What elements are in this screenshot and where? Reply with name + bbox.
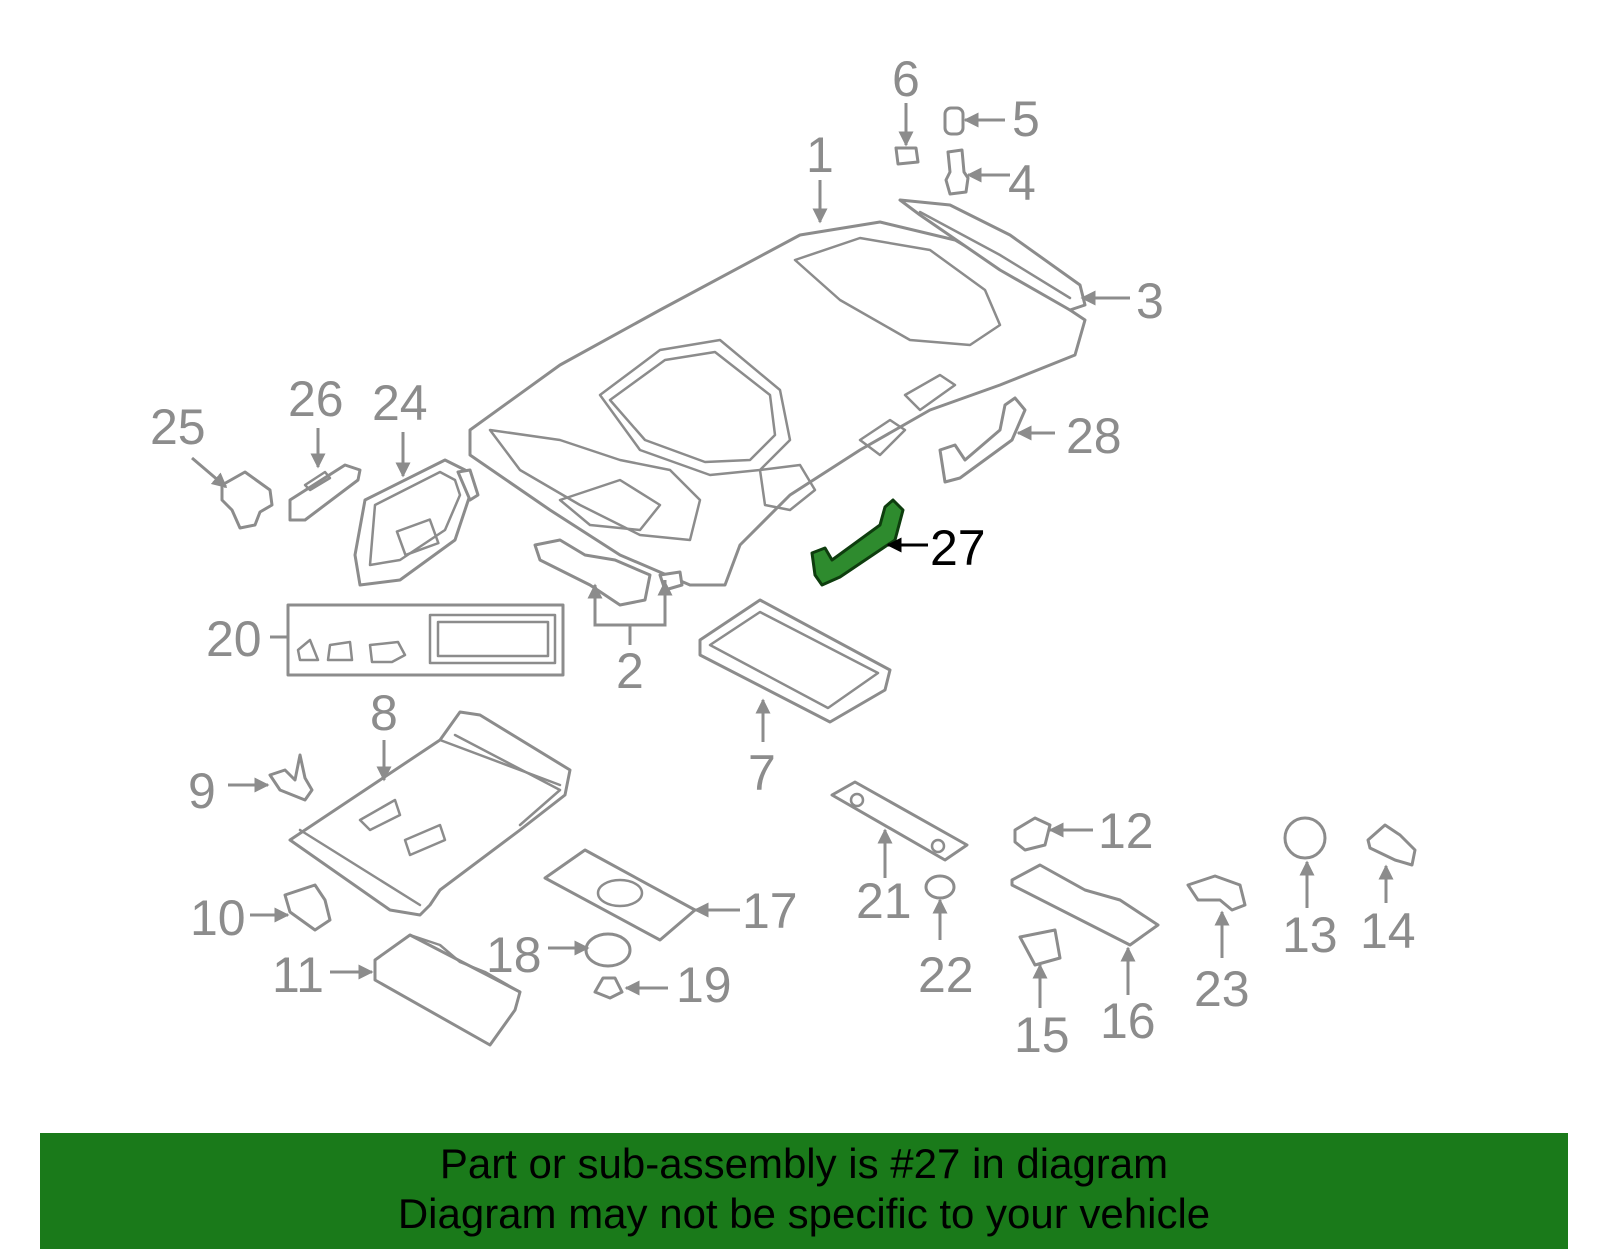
headliner-part (468, 220, 1087, 587)
leader-lines (191, 103, 1394, 1008)
clip-4-part (944, 148, 970, 196)
banner-line-part: Part or sub-assembly is #27 in diagram (439, 1140, 1169, 1187)
trim-16-part (1010, 863, 1160, 947)
callout-7: 7 (748, 745, 776, 801)
callout-24: 24 (372, 375, 428, 431)
bracket-10-part (283, 883, 332, 932)
sunroof-frame-part (698, 598, 892, 724)
callout-2: 2 (616, 643, 644, 699)
grab-handle-28-part (938, 396, 1027, 484)
sun-visor-part (353, 458, 480, 587)
clip-5-part (943, 106, 965, 136)
callout-21: 21 (856, 873, 912, 929)
callout-22: 22 (918, 947, 974, 1003)
cap-22-part (924, 874, 956, 900)
callout-27: 27 (930, 520, 986, 576)
callout-28: 28 (1066, 408, 1122, 464)
callout-8: 8 (370, 685, 398, 741)
clip-6-part (894, 146, 920, 166)
banner-line-disclaimer: Diagram may not be specific to your vehi… (397, 1190, 1211, 1237)
info-banner: Part or sub-assembly is #27 in diagram D… (40, 1133, 1568, 1249)
callout-12: 12 (1098, 803, 1154, 859)
clip-19-part (593, 976, 624, 1000)
callout-18: 18 (486, 927, 542, 983)
callout-20: 20 (206, 611, 262, 667)
insulator-pad-17-part (543, 848, 697, 942)
callout-3: 3 (1136, 273, 1164, 329)
callout-labels: 1 2 3 4 5 6 7 8 9 10 11 12 13 14 15 16 1… (150, 51, 1416, 1063)
plug-13-part (1283, 816, 1327, 860)
storage-box-11-part (373, 933, 522, 1047)
trim-15-part (1018, 928, 1062, 967)
callout-25: 25 (150, 399, 206, 455)
callout-4: 4 (1008, 155, 1036, 211)
callout-10: 10 (190, 890, 246, 946)
clip-14-part (1366, 823, 1417, 867)
cap-18-part (584, 932, 632, 968)
callout-9: 9 (188, 763, 216, 819)
callout-11: 11 (272, 947, 324, 1003)
callout-15: 15 (1014, 1007, 1070, 1063)
pad-21-part (830, 780, 969, 862)
callout-19: 19 (676, 957, 732, 1013)
lamp-clip-9-part (268, 753, 314, 802)
callout-17: 17 (742, 883, 798, 939)
clip-12-part (1013, 816, 1052, 852)
callout-13: 13 (1282, 907, 1338, 963)
callout-16: 16 (1100, 993, 1156, 1049)
vanity-mirror-part (288, 463, 362, 522)
callout-23: 23 (1194, 961, 1250, 1017)
grab-handle-27-part (810, 498, 905, 587)
visor-clip-part (220, 470, 274, 530)
callout-14: 14 (1360, 903, 1416, 959)
kit-20-part (286, 603, 565, 677)
callout-1: 1 (806, 127, 834, 183)
overhead-console-part (288, 710, 572, 917)
callout-26: 26 (288, 371, 344, 427)
cup-23-part (1186, 874, 1247, 912)
callout-5: 5 (1012, 91, 1040, 147)
callout-6: 6 (892, 51, 920, 107)
